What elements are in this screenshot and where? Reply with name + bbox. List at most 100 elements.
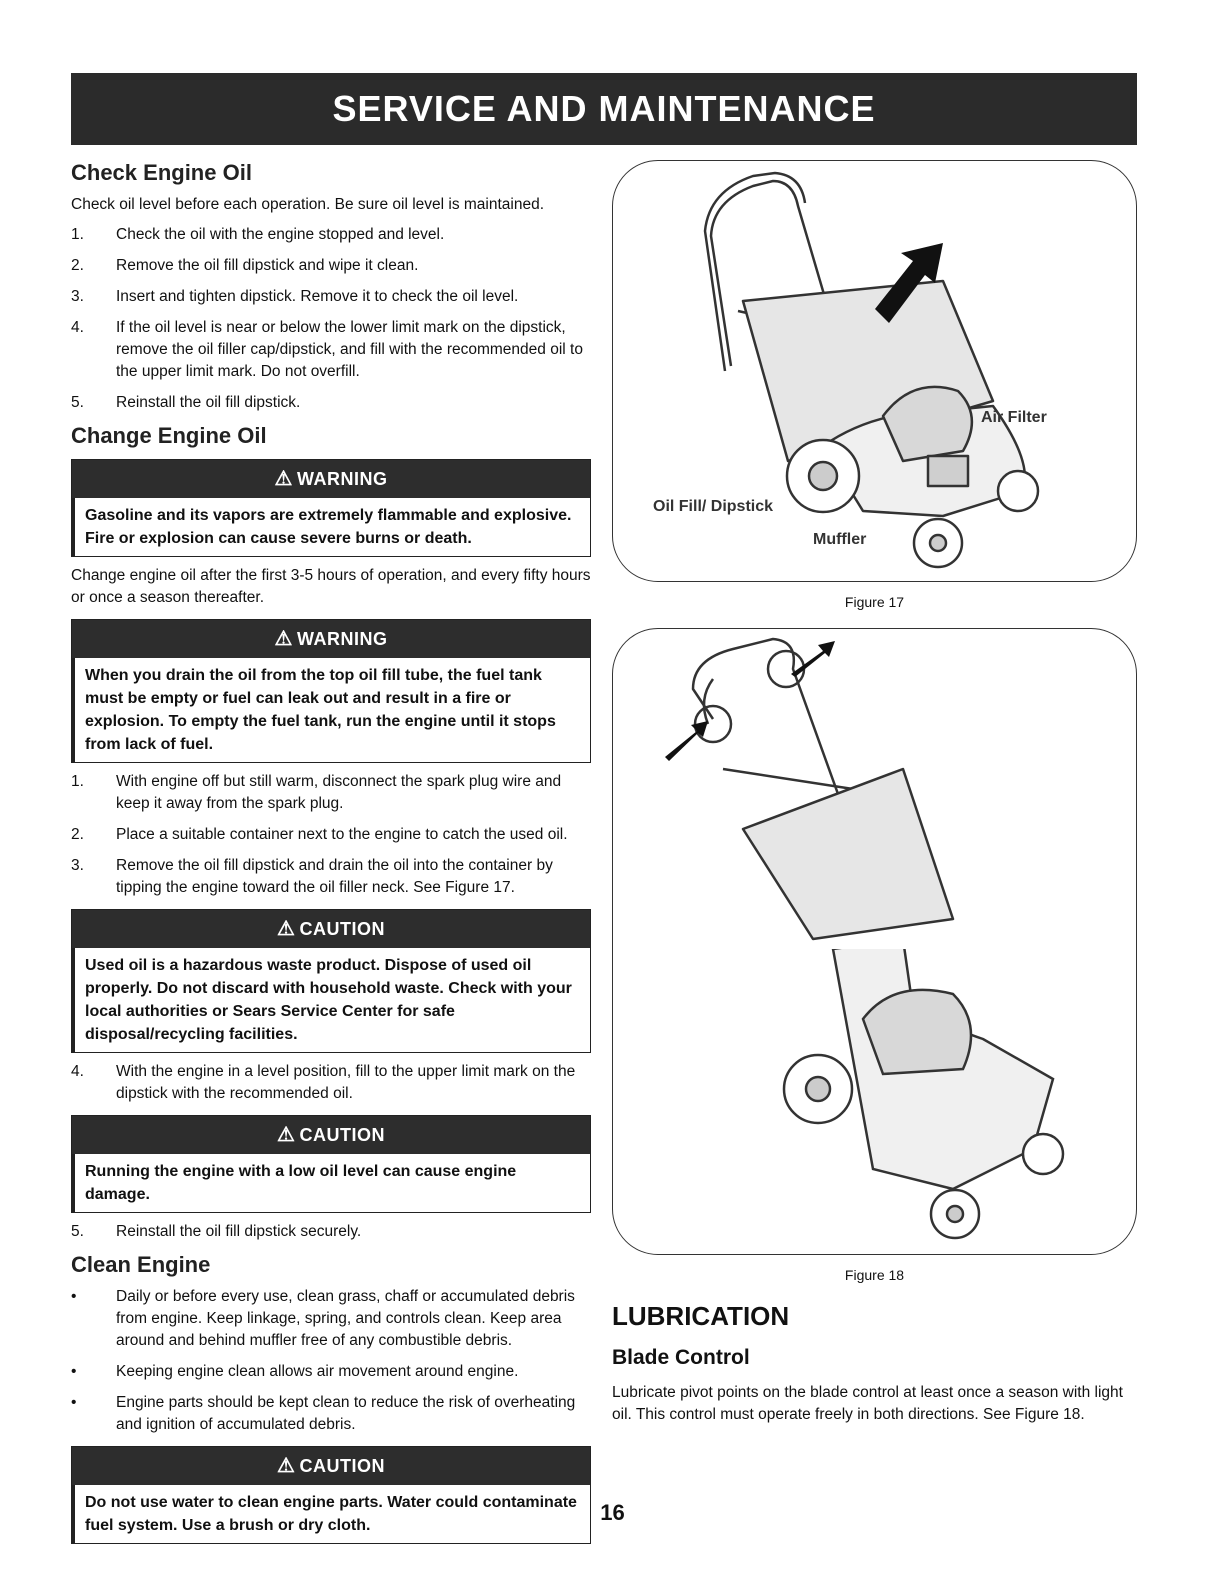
- warning-box: ⚠WARNING When you drain the oil from the…: [71, 619, 591, 763]
- change-oil-step-4: 4. With the engine in a level position, f…: [71, 1061, 591, 1105]
- step-text: Remove the oil fill dipstick and wipe it…: [116, 257, 419, 274]
- figure-18-box: [612, 628, 1137, 1255]
- caution-box: ⚠CAUTION Running the engine with a low o…: [71, 1115, 591, 1213]
- caution-text: Running the engine with a low oil level …: [71, 1154, 590, 1212]
- step-text: Reinstall the oil fill dipstick securely…: [116, 1223, 362, 1240]
- warning-box: ⚠WARNING Gasoline and its vapors are ext…: [71, 459, 591, 557]
- step-text: With the engine in a level position, fil…: [116, 1063, 576, 1102]
- engine: [861, 988, 973, 1076]
- check-oil-steps: 1. Check the oil with the engine stopped …: [71, 224, 591, 414]
- caution-box: ⚠CAUTION Do not use water to clean engin…: [71, 1446, 591, 1544]
- figure-17-box: Air Filter Oil Fill/ Dipstick Muffler: [612, 160, 1137, 582]
- list-item: • Daily or before every use, clean grass,…: [71, 1286, 591, 1352]
- step-text: Place a suitable container next to the e…: [116, 826, 568, 843]
- list-item: 2. Remove the oil fill dipstick and wipe …: [71, 255, 591, 277]
- warning-header: ⚠WARNING: [72, 620, 590, 658]
- arrow-icon: [875, 243, 943, 323]
- caution-box: ⚠CAUTION Used oil is a hazardous waste p…: [71, 909, 591, 1053]
- step-number: 4.: [71, 1063, 84, 1080]
- clean-engine-heading: Clean Engine: [71, 1252, 211, 1277]
- step-text: Remove the oil fill dipstick and drain t…: [116, 857, 553, 896]
- clean-engine-bullets: • Daily or before every use, clean grass,…: [71, 1286, 591, 1436]
- check-oil-heading: Check Engine Oil: [71, 160, 252, 185]
- list-item: 1. With engine off but still warm, discon…: [71, 771, 591, 815]
- figure-18-caption: Figure 18: [844, 1267, 905, 1283]
- warning-header: ⚠WARNING: [72, 460, 590, 498]
- grass-bag: [741, 767, 955, 941]
- list-item: 4. With the engine in a level position, f…: [71, 1061, 591, 1105]
- caution-label: CAUTION: [299, 919, 385, 939]
- bullet: •: [71, 1288, 77, 1305]
- step-text: With engine off but still warm, disconne…: [116, 773, 562, 812]
- list-item: • Engine parts should be kept clean to re…: [71, 1392, 591, 1436]
- bullet-text: Keeping engine clean allows air movement…: [116, 1363, 519, 1380]
- step-number: 3.: [71, 857, 84, 874]
- list-item: • Keeping engine clean allows air movemen…: [71, 1361, 591, 1383]
- step-number: 3.: [71, 288, 84, 305]
- caution-label: CAUTION: [299, 1456, 385, 1476]
- blade-control-heading: Blade Control: [612, 1346, 750, 1369]
- mower-handle: [691, 637, 885, 920]
- warning-triangle-icon: ⚠: [277, 1124, 296, 1146]
- blade-control-text: Lubricate pivot points on the blade cont…: [612, 1384, 1123, 1423]
- page-header-banner: SERVICE AND MAINTENANCE: [71, 73, 1137, 145]
- warning-label: WARNING: [296, 629, 388, 649]
- bullet: •: [71, 1394, 77, 1411]
- warning-text: Gasoline and its vapors are extremely fl…: [71, 498, 590, 556]
- warning-triangle-icon: ⚠: [277, 1455, 296, 1477]
- caution-header: ⚠CAUTION: [72, 910, 590, 948]
- caution-header: ⚠CAUTION: [72, 1447, 590, 1485]
- oil-fill-label: Oil Fill/ Dipstick: [653, 498, 774, 515]
- mower-oil-diagram: [703, 171, 1040, 569]
- list-item: 4. If the oil level is near or below the …: [71, 317, 591, 383]
- warning-text: When you drain the oil from the top oil …: [71, 658, 590, 762]
- caution-text: Do not use water to clean engine parts. …: [71, 1485, 590, 1543]
- list-item: 3. Insert and tighten dipstick. Remove it…: [71, 286, 591, 308]
- step-text: Check the oil with the engine stopped an…: [116, 226, 445, 243]
- engine: [881, 385, 974, 463]
- left-column: Check Engine Oil Check oil level before …: [71, 160, 591, 1552]
- step-number: 1.: [71, 773, 84, 790]
- list-item: 2. Place a suitable container next to the…: [71, 824, 591, 846]
- change-oil-step-5: 5. Reinstall the oil fill dipstick secure…: [71, 1221, 591, 1243]
- step-number: 4.: [71, 319, 84, 336]
- step-number: 5.: [71, 394, 84, 411]
- arrow-icon: [665, 721, 708, 761]
- list-item: 5. Reinstall the oil fill dipstick.: [71, 392, 591, 414]
- list-item: 1. Check the oil with the engine stopped …: [71, 224, 591, 246]
- muffler-label: Muffler: [813, 531, 867, 548]
- lubrication-heading: LUBRICATION: [612, 1301, 790, 1331]
- bullet-text: Daily or before every use, clean grass, …: [116, 1288, 575, 1349]
- figure-17-caption: Figure 17: [844, 594, 905, 610]
- page-number: 16: [600, 1500, 625, 1525]
- step-number: 2.: [71, 826, 84, 843]
- arrow-icon: [791, 641, 835, 677]
- warning-triangle-icon: ⚠: [277, 918, 296, 940]
- list-item: 5. Reinstall the oil fill dipstick secure…: [71, 1221, 591, 1243]
- mower-lower-diagram: [782, 949, 1065, 1240]
- mower-blade-control-diagram: [665, 637, 955, 941]
- caution-header: ⚠CAUTION: [72, 1116, 590, 1154]
- check-oil-intro: Check oil level before each operation. B…: [71, 196, 545, 213]
- step-text: If the oil level is near or below the lo…: [116, 319, 583, 380]
- step-number: 2.: [71, 257, 84, 274]
- change-oil-heading: Change Engine Oil: [71, 423, 267, 448]
- mower-handle: [709, 179, 875, 462]
- step-number: 5.: [71, 1223, 84, 1240]
- muffler-part: [926, 454, 970, 488]
- step-text: Insert and tighten dipstick. Remove it t…: [116, 288, 519, 305]
- list-item: 3. Remove the oil fill dipstick and drain…: [71, 855, 591, 899]
- step-number: 1.: [71, 226, 84, 243]
- caution-text: Used oil is a hazardous waste product. D…: [71, 948, 590, 1052]
- warning-triangle-icon: ⚠: [274, 628, 293, 650]
- bullet-text: Engine parts should be kept clean to red…: [116, 1394, 576, 1433]
- right-column: Air Filter Oil Fill/ Dipstick Muffler Fi…: [612, 160, 1137, 1434]
- caution-label: CAUTION: [299, 1125, 385, 1145]
- air-filter-label: Air Filter: [981, 409, 1047, 426]
- warning-label: WARNING: [296, 469, 388, 489]
- change-oil-steps: 1. With engine off but still warm, discon…: [71, 771, 591, 899]
- change-oil-intro: Change engine oil after the first 3-5 ho…: [71, 567, 591, 606]
- step-text: Reinstall the oil fill dipstick.: [116, 394, 301, 411]
- warning-triangle-icon: ⚠: [274, 468, 293, 490]
- bullet: •: [71, 1363, 77, 1380]
